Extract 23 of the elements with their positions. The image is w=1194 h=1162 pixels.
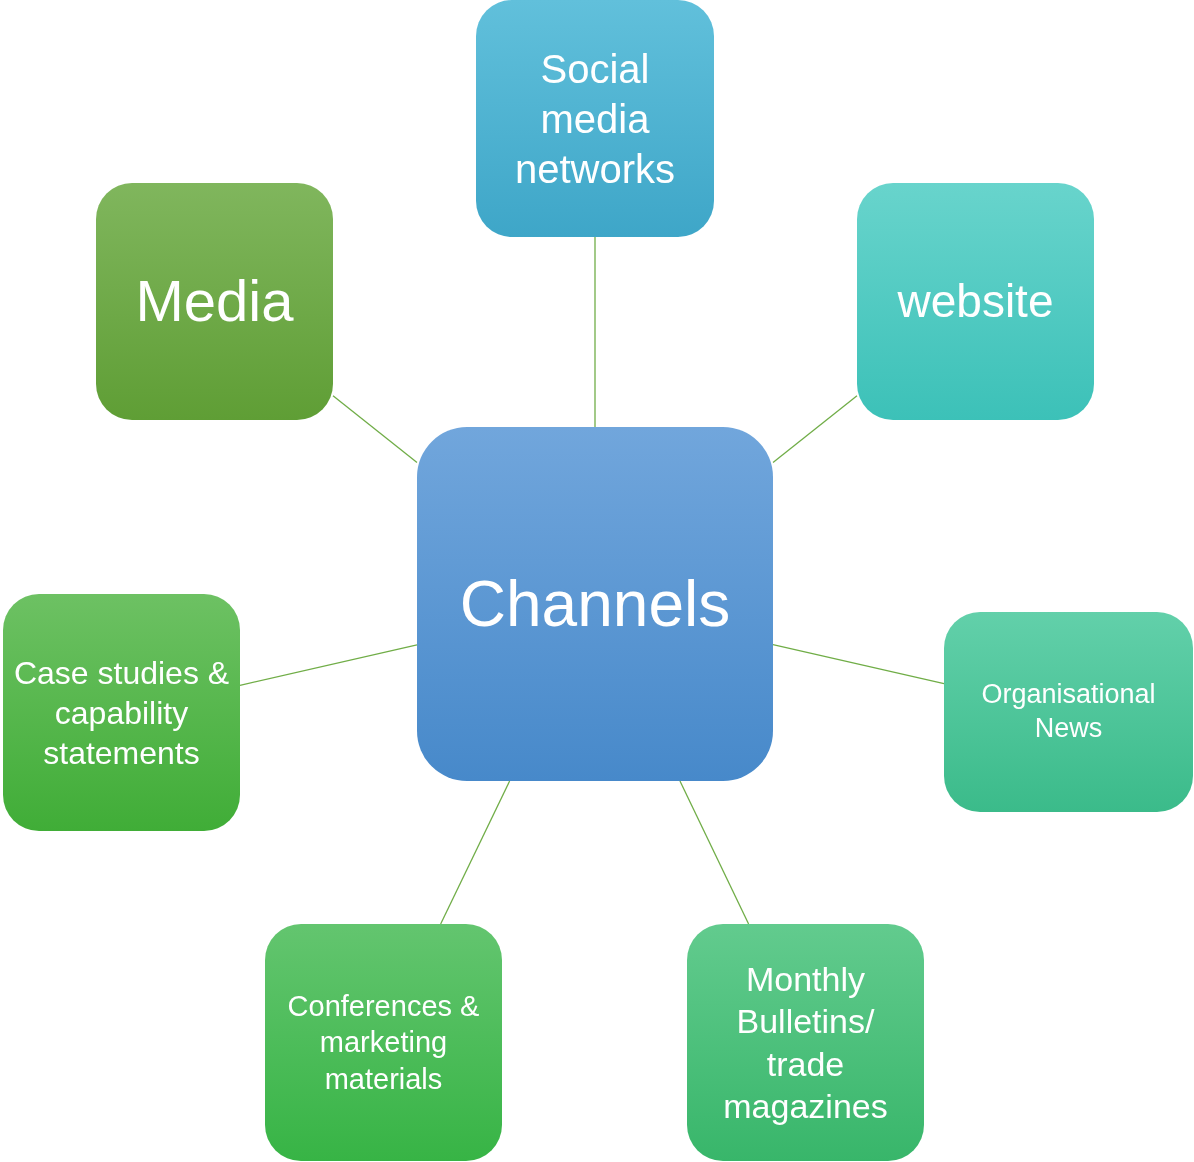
connector-line	[679, 780, 750, 925]
rounded-box	[944, 612, 1193, 812]
rounded-box	[687, 924, 924, 1161]
rounded-box	[96, 183, 333, 420]
node-label: website	[897, 273, 1054, 329]
node-label: Media	[135, 267, 294, 336]
node-label: Monthly Bulletins/ trade magazines	[722, 958, 889, 1127]
node-label: Case studies & capability statements	[12, 653, 231, 773]
connector-line	[772, 643, 945, 685]
rounded-box	[3, 594, 240, 831]
node-label: Social media networks	[513, 45, 677, 193]
connector-line	[332, 395, 418, 464]
node-label: Channels	[459, 567, 731, 642]
rounded-box	[857, 183, 1094, 420]
connector-line	[239, 644, 418, 686]
connector-line	[594, 236, 596, 428]
rounded-box	[476, 0, 714, 237]
node-label: Organisational News	[980, 678, 1157, 745]
rounded-box	[417, 427, 773, 781]
connector-line	[772, 395, 858, 464]
node-label: Conferences & marketing materials	[286, 989, 481, 1097]
connector-line	[440, 780, 511, 925]
rounded-box	[265, 924, 502, 1161]
